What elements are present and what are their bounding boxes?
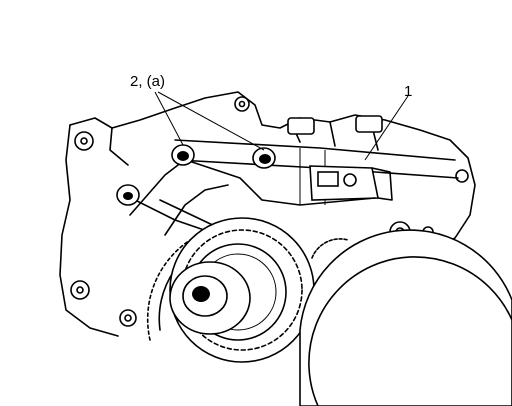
callout-part-2: 2, (a) <box>130 73 165 90</box>
right-gear <box>299 229 512 406</box>
leader-lines <box>154 91 409 161</box>
bolt-group <box>116 144 276 206</box>
synchro-gear <box>169 217 315 363</box>
part-1-bracket <box>309 165 393 201</box>
callout-part-1: 1 <box>404 83 412 100</box>
